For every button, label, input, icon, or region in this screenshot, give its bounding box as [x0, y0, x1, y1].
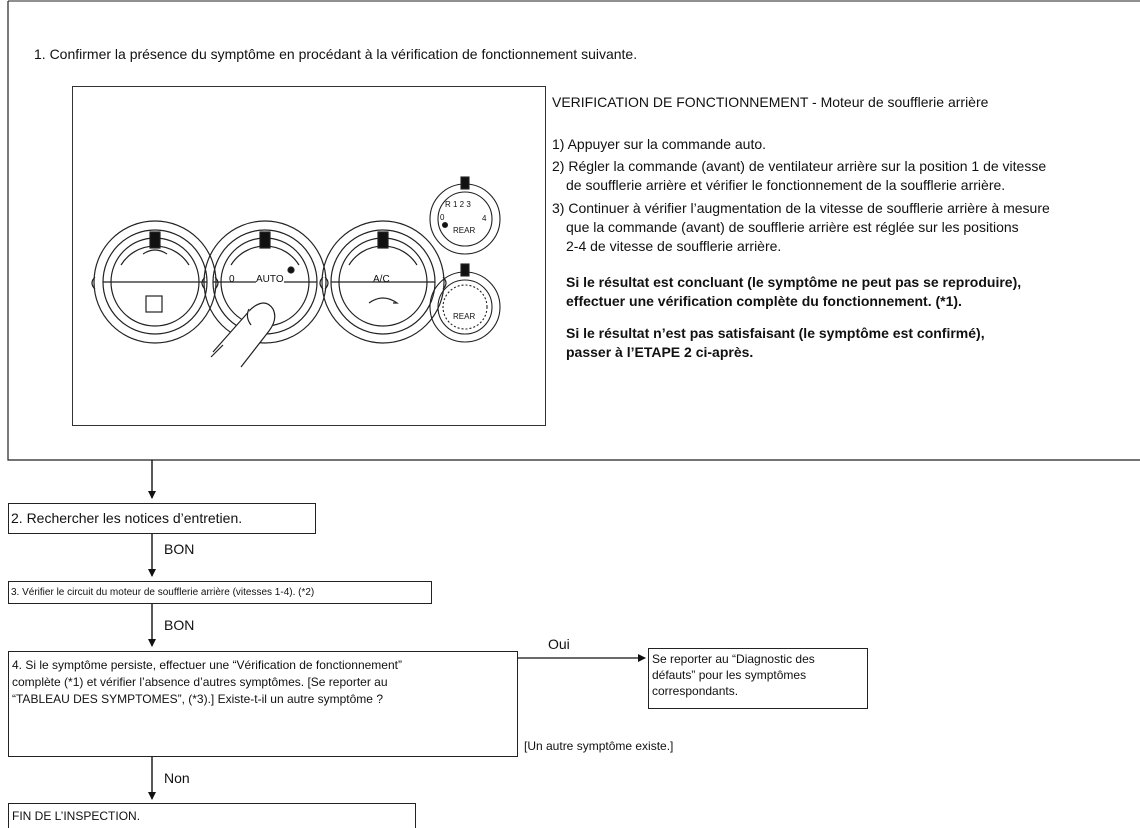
end-text: FIN DE L’INSPECTION.	[12, 809, 141, 823]
result-ng-1: Si le résultat n’est pas satisfaisant (l…	[566, 325, 985, 341]
end-box: FIN DE L’INSPECTION.	[8, 803, 416, 828]
oui-label: Oui	[548, 636, 570, 652]
step4-line-2: complète (*1) et vérifier l’absence d’au…	[12, 675, 388, 689]
check-title: VERIFICATION DE FONCTIONNEMENT - Moteur …	[552, 94, 989, 110]
rear-scale-label: R 1 2 3	[445, 200, 471, 209]
referral-box: Se reporter au “Diagnostic des défauts” …	[648, 648, 868, 709]
bon-label-2: BON	[164, 617, 195, 633]
referral-line-1: Se reporter au “Diagnostic des	[652, 652, 815, 666]
rear-scale-4: 4	[482, 214, 487, 223]
zero-label: 0	[229, 274, 235, 285]
step1-heading: 1. Confirmer la présence du symptôme en …	[34, 46, 638, 62]
step4-box: 4. Si le symptôme persiste, effectuer un…	[8, 651, 518, 757]
bon-label-1: BON	[164, 541, 195, 557]
auto-label: AUTO	[256, 274, 284, 286]
ac-knob-icon	[319, 220, 447, 344]
result-ok-2: effectuer une vérification complète du f…	[566, 293, 962, 309]
result-ng-2: passer à l’ETAPE 2 ci-après.	[566, 344, 754, 360]
instruction-3: 3) Continuer à vérifier l’augmentation d…	[552, 200, 1050, 216]
step4-line-3: “TABLEAU DES SYMPTOMES”, (*3).] Existe-t…	[12, 692, 383, 706]
rear-label: REAR	[453, 226, 476, 235]
instruction-2: 2) Régler la commande (avant) de ventila…	[552, 158, 1047, 174]
rear-label-2: REAR	[453, 312, 476, 321]
rear-fan-knob-icon	[429, 176, 501, 255]
result-ok-1: Si le résultat est concluant (le symptôm…	[566, 274, 1022, 290]
instruction-1: 1) Appuyer sur la commande auto.	[552, 136, 767, 152]
ac-label: A/C	[373, 274, 390, 285]
instruction-3c: 2-4 de vitesse de soufflerie arrière.	[566, 238, 782, 254]
step2-text: 2. Rechercher les notices d’entretien.	[11, 510, 243, 526]
referral-line-3: correspondants.	[652, 684, 739, 698]
non-label: Non	[164, 770, 190, 786]
instruction-2b: de soufflerie arrière et vérifier le fon…	[566, 177, 1006, 193]
step3-text: 3. Vérifier le circuit du moteur de souf…	[11, 587, 315, 598]
step4-line-1: 4. Si le symptôme persiste, effectuer un…	[12, 658, 402, 672]
step3-box: 3. Vérifier le circuit du moteur de souf…	[8, 581, 432, 604]
finger-pointer-icon	[210, 302, 276, 368]
control-panel-drawing	[91, 176, 501, 368]
instruction-3b: que la commande (avant) de soufflerie ar…	[566, 219, 1019, 235]
step2-box: 2. Rechercher les notices d’entretien.	[8, 503, 316, 534]
rear-knob-icon	[429, 263, 501, 343]
rear-scale-0: 0	[440, 213, 445, 222]
other-symptom-label: [Un autre symptôme existe.]	[524, 739, 674, 753]
referral-line-2: défauts” pour les symptômes	[652, 668, 807, 682]
control-panel-illustration: AUTO 0 A/C R 1 2 3 4 0 REAR REAR	[72, 86, 546, 426]
defrost-knob-icon	[91, 220, 219, 344]
